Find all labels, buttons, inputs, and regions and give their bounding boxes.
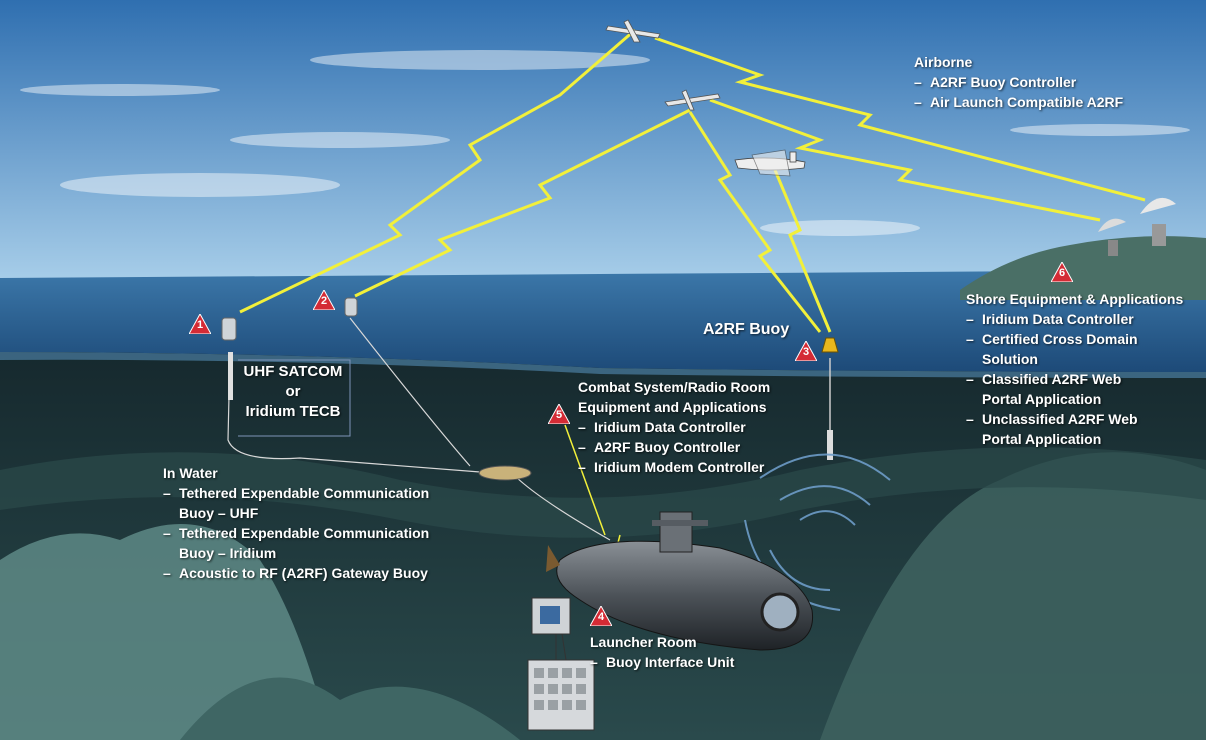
buoy-interface-unit-icon	[527, 597, 595, 731]
tether-lines	[227, 317, 611, 541]
launcher-room-label: Launcher Room Buoy Interface Unit	[590, 632, 734, 672]
patrol-aircraft-icon	[734, 149, 806, 177]
a2rf-buoy-icon	[821, 337, 839, 460]
lightning-links	[239, 28, 1146, 333]
in-water-list: Tethered Expendable Communication Buoy –…	[163, 483, 443, 583]
seafloor-ridge-right	[820, 452, 1206, 740]
shore-item: Classified A2RF Web Portal Application	[966, 369, 1156, 409]
sky	[0, 0, 1206, 285]
marker-3: 3	[795, 341, 817, 361]
shore-item: Certified Cross Domain Solution	[966, 329, 1156, 369]
combat-list: Iridium Data Controller A2RF Buoy Contro…	[578, 417, 770, 477]
submarine-icon	[546, 511, 814, 651]
satcom-line1: UHF SATCOM	[243, 363, 343, 380]
tecb-antenna	[228, 352, 233, 400]
launcher-item: Buoy Interface Unit	[590, 652, 734, 672]
uav-icon	[664, 89, 721, 111]
combat-item: Iridium Modem Controller	[578, 457, 770, 477]
satcom-label: UHF SATCOM or Iridium TECB	[243, 362, 343, 422]
shore-label: Shore Equipment & Applications Iridium D…	[966, 289, 1183, 449]
in-water-label: In Water Tethered Expendable Communicati…	[163, 463, 443, 583]
uav-icon	[605, 19, 661, 43]
in-water-item: Tethered Expendable Communication Buoy –…	[163, 483, 443, 523]
shore-item: Iridium Data Controller	[966, 309, 1156, 329]
launcher-list: Buoy Interface Unit	[590, 652, 734, 672]
airborne-label: Airborne A2RF Buoy Controller Air Launch…	[914, 52, 1123, 112]
satcom-line3: Iridium TECB	[245, 403, 341, 420]
marker-5: 5	[548, 404, 570, 424]
satcom-line2: or	[285, 383, 301, 400]
seafloor-haze	[0, 447, 1206, 538]
marker-6: 6	[1051, 262, 1073, 282]
in-water-title: In Water	[163, 465, 218, 481]
combat-item: Iridium Data Controller	[578, 417, 770, 437]
airborne-item: Air Launch Compatible A2RF	[914, 92, 1123, 112]
a2rf-canister-icon	[478, 465, 532, 481]
sea-surface	[0, 270, 1206, 372]
combat-system-label: Combat System/Radio Room Equipment and A…	[578, 377, 770, 477]
surface-band	[0, 352, 1206, 378]
launcher-title: Launcher Room	[590, 634, 697, 650]
airborne-title: Airborne	[914, 54, 973, 70]
combat-title-line1: Combat System/Radio Room	[578, 379, 771, 395]
satcom-bracket	[238, 359, 351, 437]
shore-item: Unclassified A2RF Web Portal Application	[966, 409, 1156, 449]
clouds	[20, 50, 1190, 236]
airborne-item: A2RF Buoy Controller	[914, 72, 1123, 92]
shore-title: Shore Equipment & Applications	[966, 291, 1184, 307]
marker-2: 2	[313, 290, 335, 310]
combat-item: A2RF Buoy Controller	[578, 437, 770, 457]
seafloor-ridge-center	[180, 677, 520, 740]
tecb-buoy-iridium	[344, 297, 358, 317]
satellite-dish-icon	[1098, 197, 1176, 256]
in-water-item: Acoustic to RF (A2RF) Gateway Buoy	[163, 563, 443, 583]
airborne-list: A2RF Buoy Controller Air Launch Compatib…	[914, 72, 1123, 112]
tecb-buoy-uhf	[221, 317, 237, 341]
marker-1: 1	[189, 314, 211, 334]
in-water-item: Tethered Expendable Communication Buoy –…	[163, 523, 443, 563]
a2rf-buoy-label: A2RF Buoy	[703, 321, 790, 338]
marker-4: 4	[590, 606, 612, 626]
shore-list: Iridium Data Controller Certified Cross …	[966, 309, 1156, 449]
combat-title-line2: Equipment and Applications	[578, 399, 767, 415]
shore-island	[960, 236, 1206, 300]
